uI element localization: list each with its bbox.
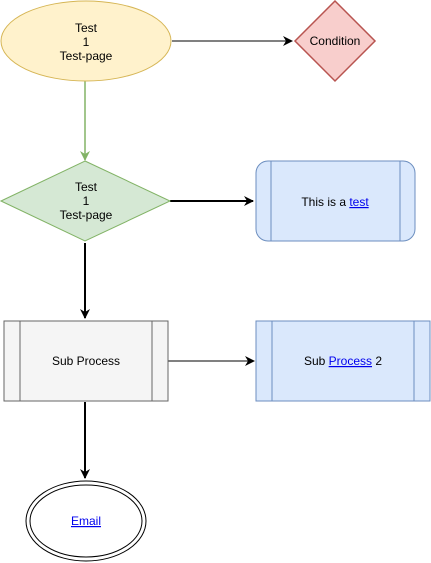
condition-node[interactable]: Condition	[293, 0, 377, 83]
decision-line-2: 1	[83, 194, 90, 208]
start-line-1: Test	[75, 21, 98, 35]
sub-process-2-prefix: Sub	[304, 354, 329, 368]
test-link[interactable]: test	[349, 195, 369, 209]
start-line-3: Test-page	[60, 49, 113, 63]
condition-label: Condition	[310, 34, 361, 48]
sub-process-2-box	[255, 320, 431, 402]
test-process-node[interactable]: This is a test	[255, 160, 416, 242]
start-line-2: 1	[83, 35, 90, 49]
sub-process-2-suffix: 2	[372, 354, 382, 368]
test-process-text: This is a	[301, 195, 349, 209]
start-node[interactable]: Test 1 Test-page	[0, 0, 172, 82]
decision-node[interactable]: Test 1 Test-page	[0, 160, 172, 242]
decision-diamond	[0, 160, 172, 242]
email-inner-ellipse	[29, 484, 143, 558]
decision-line-3: Test-page	[60, 208, 113, 222]
email-link[interactable]: Email	[71, 514, 101, 528]
email-outer-ellipse	[25, 480, 147, 562]
condition-diamond	[293, 0, 377, 83]
sub-process-node[interactable]: Sub Process	[3, 320, 169, 402]
process-link[interactable]: Process	[329, 354, 372, 368]
sub-process-label: Sub Process	[52, 354, 120, 368]
decision-line-1: Test	[75, 180, 98, 194]
test-process-box	[255, 160, 416, 242]
start-ellipse	[0, 0, 172, 82]
sub-process-2-label: Sub Process 2	[304, 354, 382, 368]
sub-process-box	[3, 320, 169, 402]
sub-process-2-node[interactable]: Sub Process 2	[255, 320, 431, 402]
email-node[interactable]: Email	[25, 480, 147, 562]
test-process-label: This is a test	[301, 195, 369, 209]
